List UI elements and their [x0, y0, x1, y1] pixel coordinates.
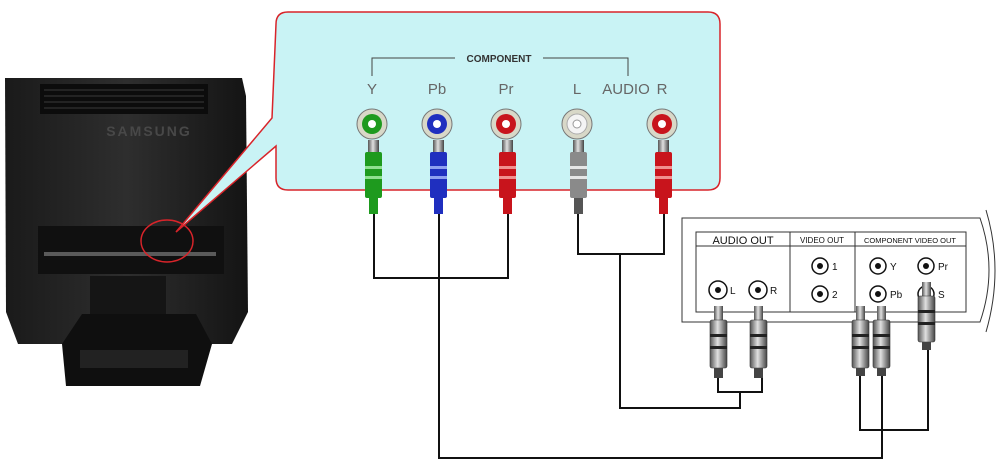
device-plug-pb — [851, 306, 870, 376]
cable-audio — [577, 214, 665, 255]
audio-out-title: AUDIO OUT — [712, 235, 773, 247]
device-plug-y — [872, 306, 891, 376]
jack-label-pb: Pb — [428, 81, 446, 98]
plug-audio-r — [655, 140, 672, 214]
monitor-rear: SAMSUNG — [5, 78, 248, 386]
device-audio-l-label: L — [730, 286, 736, 297]
device-component-y-label: Y — [890, 262, 897, 273]
device-audio-out-l — [708, 280, 728, 300]
monitor-jack-highlight — [140, 219, 194, 263]
jack-label-y: Y — [367, 81, 377, 98]
plug-pr — [499, 140, 516, 214]
cable-pb — [438, 214, 883, 459]
jack-audio-l — [561, 108, 593, 140]
device-s-video-label: S — [938, 290, 945, 301]
device-component-y — [869, 257, 887, 275]
component-video-out-title: COMPONENT VIDEO OUT — [864, 236, 956, 245]
video-out-title: VIDEO OUT — [800, 236, 844, 245]
monitor-brand: SAMSUNG — [106, 123, 192, 139]
jack-label-r: R — [657, 81, 668, 98]
plug-audio-l — [570, 140, 587, 214]
device-video-out-2 — [811, 285, 829, 303]
plug-pb — [430, 140, 447, 214]
device-component-pr-label: Pr — [938, 262, 949, 273]
jack-audio-r — [646, 108, 678, 140]
component-jack-callout: COMPONENT Y Pb Pr L AUDIO R — [175, 11, 721, 233]
device-audio-out-r — [748, 280, 768, 300]
cable-y-pr — [373, 214, 509, 279]
device-plug-pr — [917, 282, 936, 350]
device-video-1-label: 1 — [832, 262, 838, 273]
jack-y — [356, 108, 388, 140]
device-component-pb — [869, 285, 887, 303]
device-component-pr — [917, 257, 935, 275]
jack-pb — [421, 108, 453, 140]
device-plug-audio-l — [709, 306, 728, 378]
component-label: COMPONENT — [467, 54, 532, 65]
device-audio-r-label: R — [770, 286, 777, 297]
source-device: AUDIO OUT VIDEO OUT COMPONENT VIDEO OUT … — [681, 209, 996, 333]
plug-y — [365, 140, 382, 214]
cable-audio-run — [619, 254, 741, 409]
jack-label-pr: Pr — [499, 81, 514, 98]
component-bracket — [371, 57, 455, 76]
jack-label-l: L — [573, 81, 581, 98]
device-component-pb-label: Pb — [890, 290, 903, 301]
device-plug-audio-r — [749, 306, 768, 378]
jack-label-audio: AUDIO — [602, 81, 650, 98]
device-video-out-1 — [811, 257, 829, 275]
jack-pr — [490, 108, 522, 140]
device-video-2-label: 2 — [832, 290, 838, 301]
